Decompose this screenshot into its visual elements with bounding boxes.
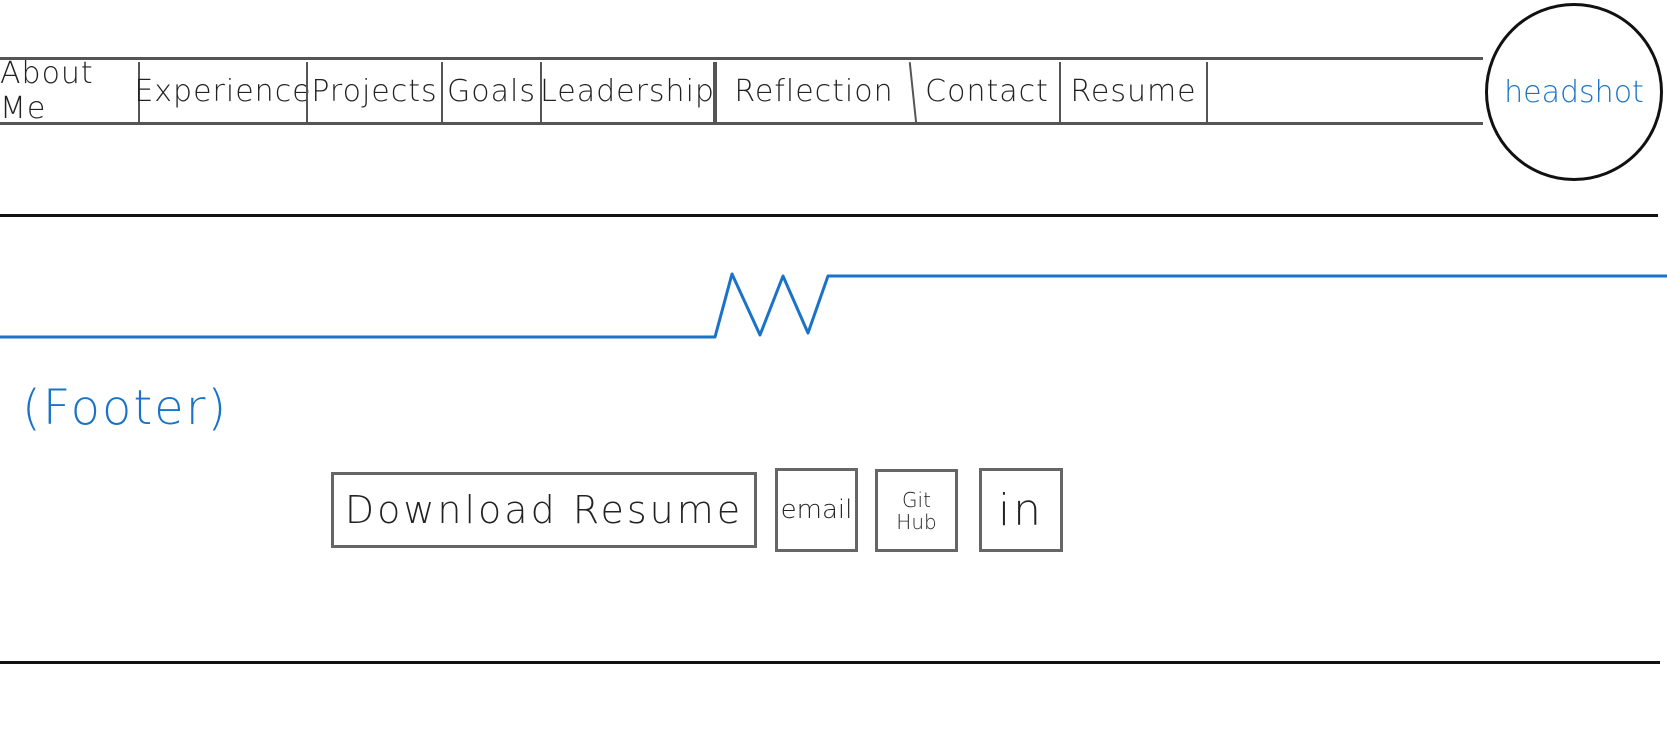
nav-divider [713,62,717,124]
nav-divider [441,62,443,124]
nav-item-about-me[interactable]: About Me [0,56,94,126]
github-label-line2: Hub [896,509,937,534]
email-button[interactable]: email [775,468,858,552]
linkedin-icon: in [997,484,1045,536]
github-label-line1: Git [902,487,931,512]
headshot-placeholder: headshot [1485,3,1663,181]
section-divider-bottom [0,661,1660,664]
headshot-label: headshot [1504,74,1644,110]
nav-divider [1206,62,1208,124]
nav-bar: About Me Experience Projects Goals Leade… [0,56,1483,126]
nav-divider [306,62,308,124]
nav-item-contact[interactable]: Contact [925,73,1049,109]
nav-item-resume[interactable]: Resume [1070,73,1197,109]
footer-annotation: (Footer) [22,380,229,436]
linkedin-button[interactable]: in [979,468,1063,552]
download-resume-label: Download Resume [344,488,744,532]
nav-item-projects[interactable]: Projects [311,73,438,109]
squiggle-divider [0,272,1667,339]
nav-item-reflection[interactable]: Reflection [734,73,894,109]
download-resume-button[interactable]: Download Resume [331,472,757,548]
nav-item-goals[interactable]: Goals [447,73,536,109]
email-label: email [780,495,853,525]
nav-divider [138,62,140,124]
section-divider-top [0,214,1658,217]
github-button[interactable]: Git Hub [875,469,958,552]
nav-divider [1059,62,1061,124]
nav-divider [540,62,542,124]
nav-item-experience[interactable]: Experience [134,73,312,109]
nav-item-leadership[interactable]: Leadership [540,73,715,109]
